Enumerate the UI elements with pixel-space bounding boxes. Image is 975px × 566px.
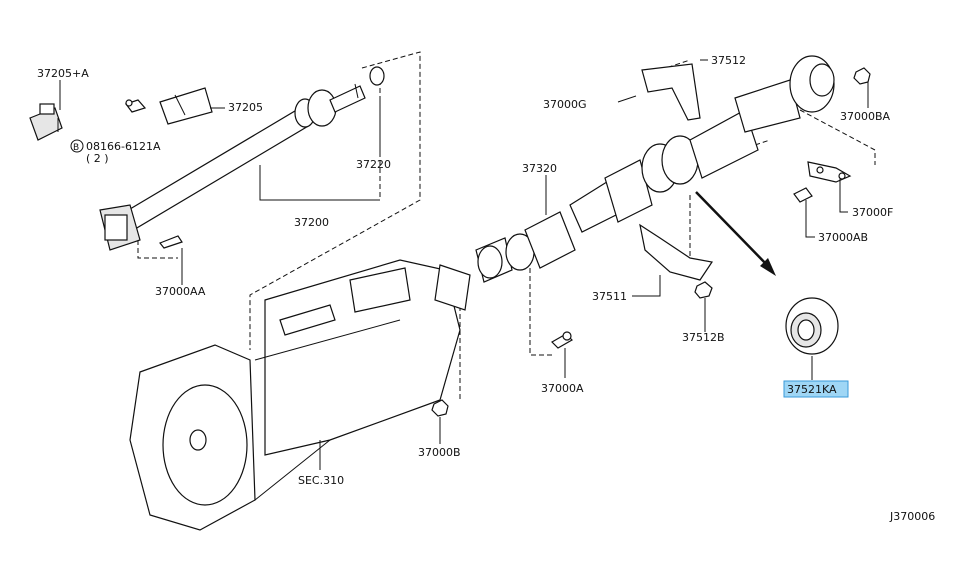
diagram-code: J370006 <box>889 510 935 523</box>
label-08166-qty: ( 2 ) <box>86 152 109 165</box>
transmission-assembly <box>129 259 471 531</box>
nut-37512b <box>694 281 713 299</box>
label-37000b[interactable]: 37000B <box>418 446 461 459</box>
nut-37000ba <box>853 67 871 85</box>
part-labels: 37205+A 37205 B 08166-6121A ( 2 ) 37220 … <box>37 54 935 523</box>
front-propeller-shaft <box>475 109 759 283</box>
label-37200[interactable]: 37200 <box>294 216 329 229</box>
bolt-37000a <box>551 331 573 349</box>
propeller-shaft-37200 <box>99 66 385 251</box>
center-bearing-37521ka <box>785 297 839 355</box>
label-37320[interactable]: 37320 <box>522 162 557 175</box>
label-sec310[interactable]: SEC.310 <box>298 474 344 487</box>
label-37512b[interactable]: 37512B <box>682 331 725 344</box>
leader-lines <box>57 59 869 470</box>
rear-flange <box>734 55 835 133</box>
label-37205[interactable]: 37205 <box>228 101 263 114</box>
label-37000ab[interactable]: 37000AB <box>818 231 868 244</box>
nut-37000b <box>431 399 449 417</box>
bolt-37000ab <box>793 187 813 203</box>
label-37000ba[interactable]: 37000BA <box>840 110 891 123</box>
mount-bracket-37205a <box>29 103 63 141</box>
label-37000aa[interactable]: 37000AA <box>155 285 206 298</box>
bolt-ref-circle <box>70 139 84 153</box>
bolt-08166 <box>125 99 147 113</box>
label-37000g[interactable]: 37000G <box>543 98 587 111</box>
label-37512[interactable]: 37512 <box>711 54 746 67</box>
washer-37000f <box>807 161 852 183</box>
center-bearing-bracket-37512 <box>617 63 701 121</box>
label-37220[interactable]: 37220 <box>356 158 391 171</box>
label-08166-prefix: B <box>73 143 79 153</box>
label-37000a[interactable]: 37000A <box>541 382 584 395</box>
pointer-arrow <box>695 191 776 276</box>
label-37205a[interactable]: 37205+A <box>37 67 89 80</box>
label-08166[interactable]: 08166-6121A <box>86 140 161 153</box>
label-37521ka[interactable]: 37521KA <box>787 383 837 396</box>
label-37511[interactable]: 37511 <box>592 290 627 303</box>
label-37000f[interactable]: 37000F <box>852 206 893 219</box>
highlight-37521ka <box>783 380 849 398</box>
bolt-37000aa <box>159 235 183 249</box>
center-bearing-bracket-37511 <box>639 223 714 281</box>
bracket-37205 <box>159 87 213 125</box>
